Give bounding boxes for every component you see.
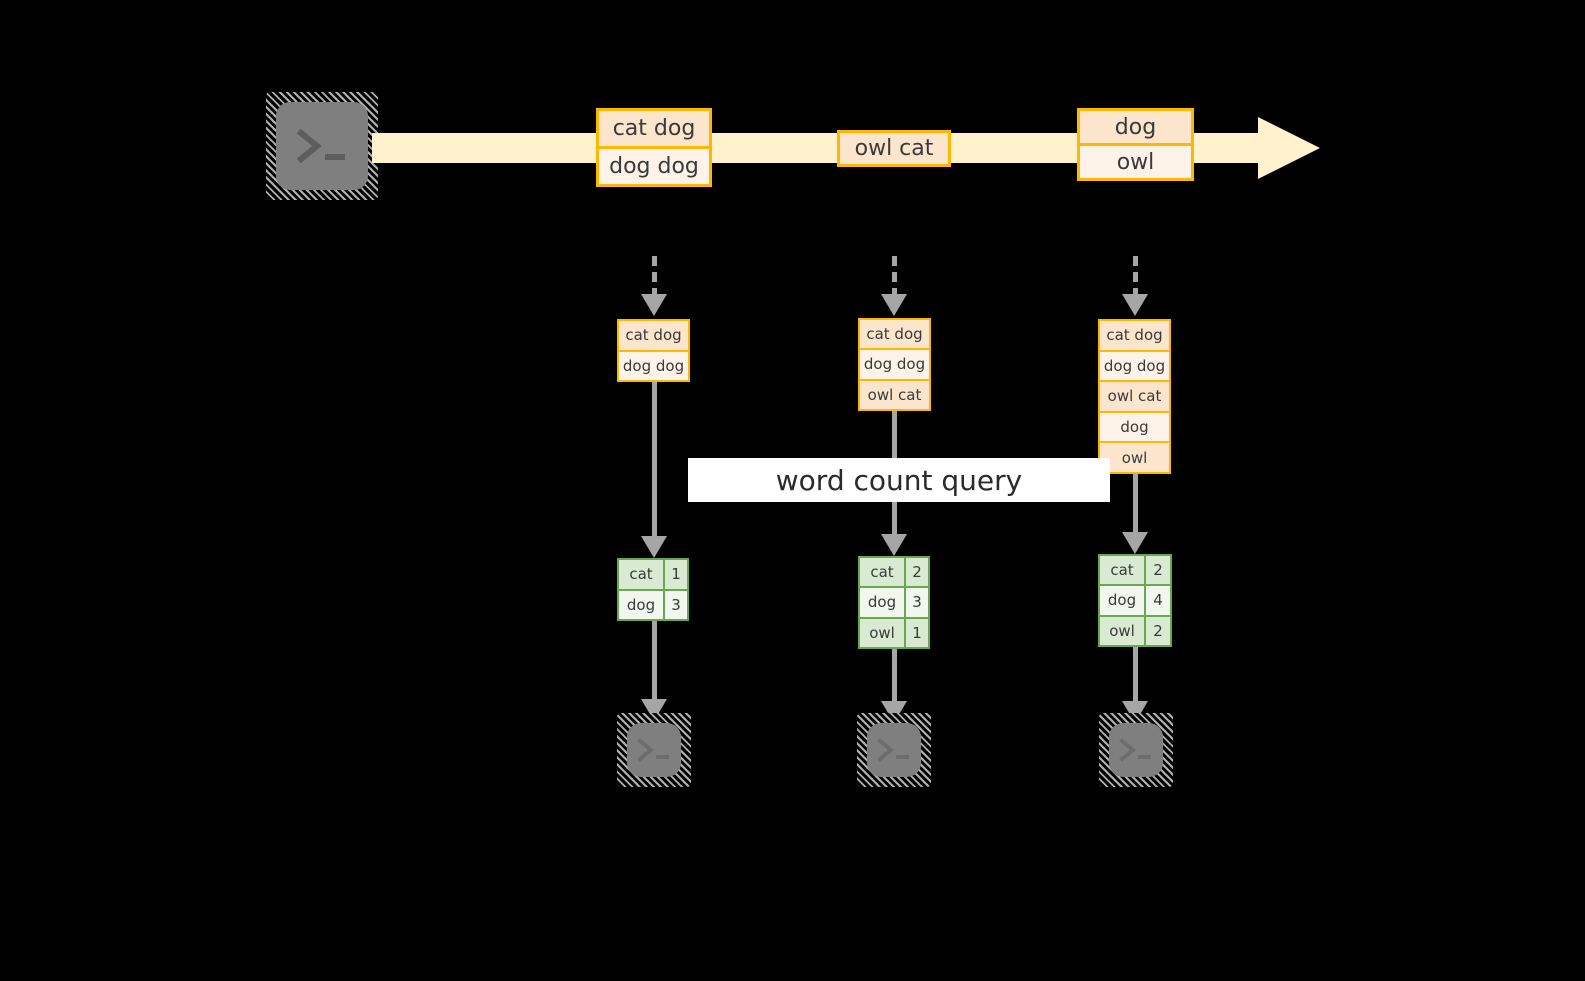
count-cell: 1 bbox=[906, 618, 928, 647]
trigger-connector-dashed bbox=[652, 256, 657, 298]
count-cell: 3 bbox=[665, 590, 687, 619]
stream-group-2: owl cat bbox=[837, 130, 951, 167]
input-line: owl bbox=[1100, 441, 1169, 472]
table-row: dog 4 bbox=[1100, 584, 1170, 615]
terminal-screen bbox=[627, 723, 681, 777]
column-1-query-connector bbox=[652, 382, 657, 540]
column-1-input-box: cat dog dog dog bbox=[617, 319, 690, 382]
count-cell: 3 bbox=[906, 588, 928, 617]
column-3-sink-connector bbox=[1133, 647, 1138, 705]
word-cell: cat bbox=[619, 560, 665, 589]
column-2-sink-connector bbox=[892, 649, 897, 705]
column-2-sink-terminal-icon bbox=[857, 713, 931, 787]
terminal-screen bbox=[276, 102, 368, 190]
word-cell: owl bbox=[860, 618, 906, 647]
column-1-query-arrowhead bbox=[641, 536, 667, 558]
table-row: cat 1 bbox=[619, 560, 687, 589]
column-2-query-arrowhead bbox=[881, 534, 907, 556]
count-cell: 2 bbox=[1146, 616, 1170, 645]
column-3-query-arrowhead bbox=[1122, 532, 1148, 554]
input-line: dog dog bbox=[619, 349, 688, 380]
column-2-result-table: cat 2 dog 3 owl 1 bbox=[858, 556, 930, 649]
trigger-connector-arrowhead bbox=[1122, 294, 1148, 316]
count-cell: 4 bbox=[1146, 586, 1170, 615]
table-row: dog 3 bbox=[619, 588, 687, 619]
stream-group-1: cat dog dog dog bbox=[596, 108, 712, 187]
trigger-connector-arrowhead bbox=[881, 294, 907, 316]
stream-line: owl bbox=[1080, 143, 1191, 178]
table-row: owl 1 bbox=[860, 616, 928, 647]
stream-line: owl cat bbox=[840, 133, 948, 164]
column-3-input-box: cat dog dog dog owl cat dog owl bbox=[1098, 319, 1171, 474]
column-1-sink-connector bbox=[652, 621, 657, 703]
column-3-sink-terminal-icon bbox=[1099, 713, 1173, 787]
word-cell: dog bbox=[860, 588, 906, 617]
count-cell: 2 bbox=[1146, 556, 1170, 585]
input-line: cat dog bbox=[619, 321, 688, 350]
input-line: owl cat bbox=[1100, 380, 1169, 411]
word-cell: cat bbox=[860, 558, 906, 587]
stream-line: dog bbox=[1080, 111, 1191, 143]
column-1-result-table: cat 1 dog 3 bbox=[617, 558, 689, 621]
trigger-connector-arrowhead bbox=[641, 294, 667, 316]
count-cell: 1 bbox=[665, 560, 687, 589]
column-2-input-box: cat dog dog dog owl cat bbox=[858, 318, 931, 411]
trigger-connector-dashed bbox=[892, 256, 897, 298]
source-terminal-icon bbox=[266, 92, 378, 200]
word-cell: cat bbox=[1100, 556, 1146, 585]
count-cell: 2 bbox=[906, 558, 928, 587]
word-cell: dog bbox=[1100, 586, 1146, 615]
table-row: owl 2 bbox=[1100, 614, 1170, 645]
terminal-screen bbox=[867, 723, 921, 777]
stream-line: cat dog bbox=[599, 111, 709, 146]
column-3-result-table: cat 2 dog 4 owl 2 bbox=[1098, 554, 1172, 647]
table-row: dog 3 bbox=[860, 586, 928, 617]
trigger-connector-dashed bbox=[1133, 256, 1138, 298]
stream-group-3: dog owl bbox=[1077, 108, 1194, 181]
input-line: cat dog bbox=[1100, 321, 1169, 350]
word-cell: owl bbox=[1100, 616, 1146, 645]
word-cell: dog bbox=[619, 590, 665, 619]
query-label-band: word count query bbox=[688, 458, 1110, 502]
terminal-screen bbox=[1109, 723, 1163, 777]
column-1-sink-terminal-icon bbox=[617, 713, 691, 787]
table-row: cat 2 bbox=[860, 558, 928, 587]
input-line: dog dog bbox=[860, 348, 929, 379]
stream-line: dog dog bbox=[599, 146, 709, 184]
input-line: owl cat bbox=[860, 378, 929, 409]
input-line: cat dog bbox=[860, 320, 929, 349]
column-3-query-connector bbox=[1133, 474, 1138, 536]
query-label: word count query bbox=[775, 463, 1023, 497]
input-line: dog bbox=[1100, 410, 1169, 442]
table-row: cat 2 bbox=[1100, 556, 1170, 585]
stream-arrow-head bbox=[1258, 117, 1320, 179]
input-line: dog dog bbox=[1100, 349, 1169, 381]
